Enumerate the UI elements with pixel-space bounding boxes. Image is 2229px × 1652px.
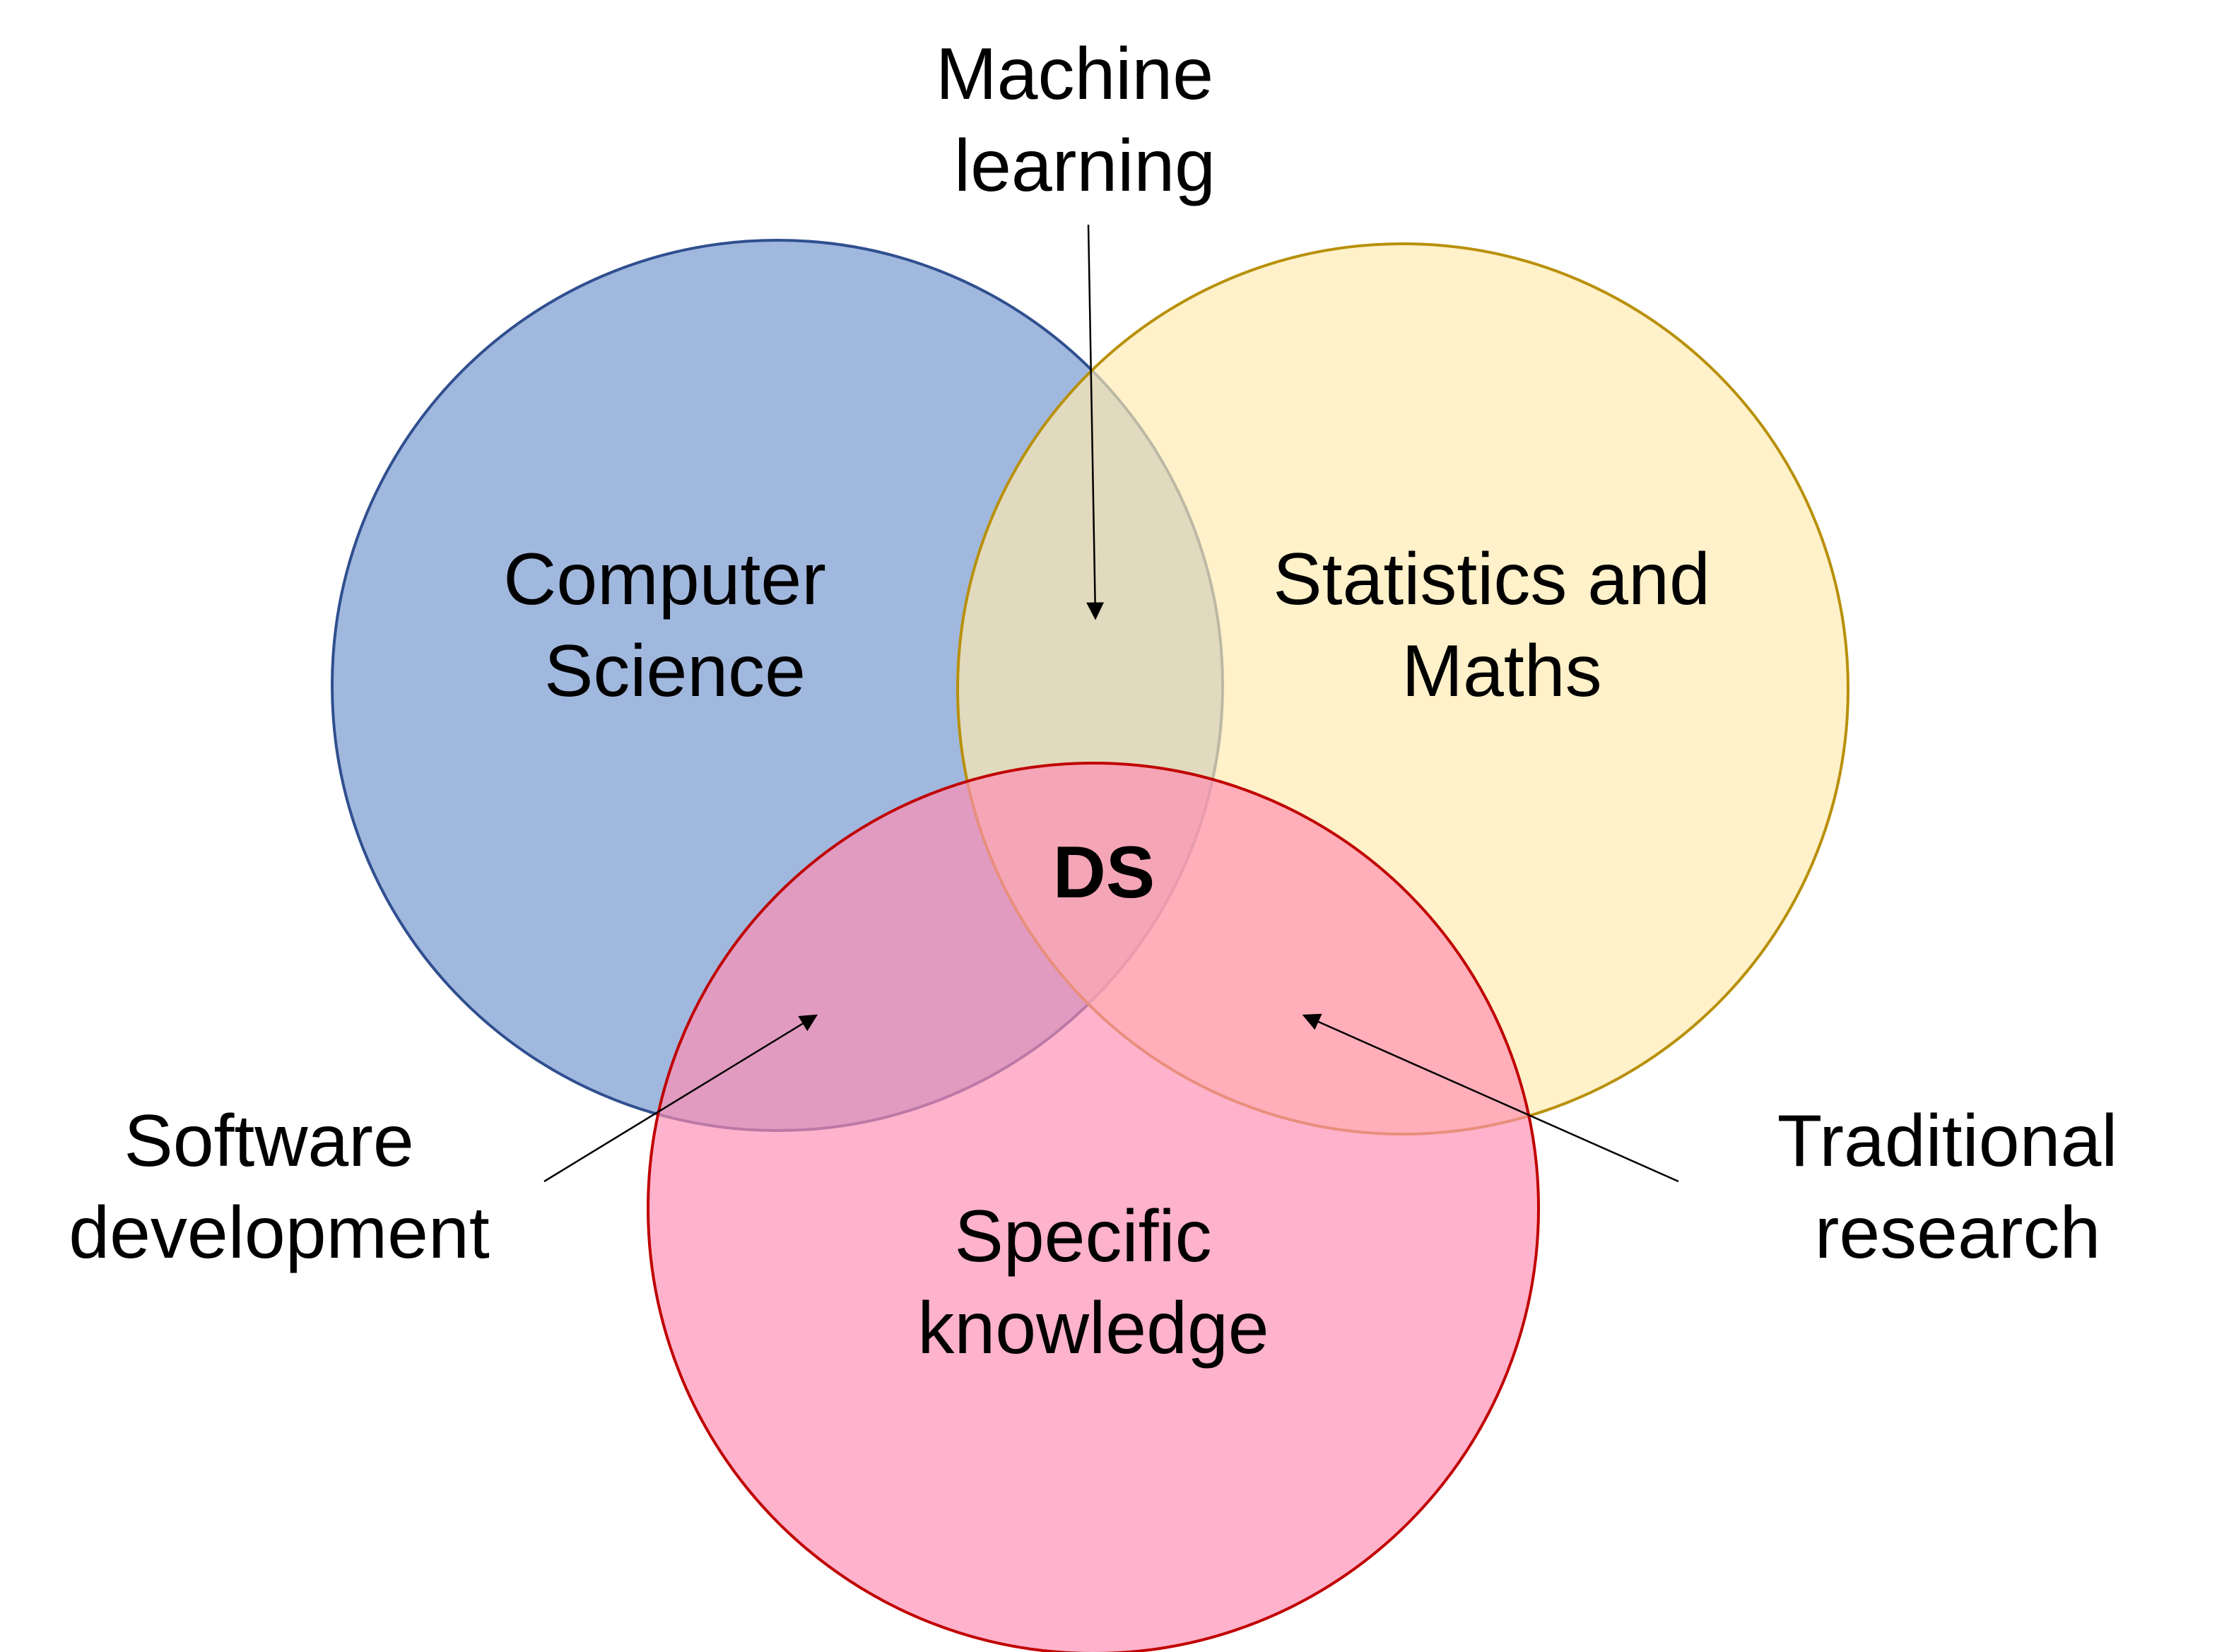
annotation-software-development-line-2: development: [69, 1192, 490, 1274]
annotation-traditional-research-line-2: research: [1815, 1192, 2101, 1274]
arrow-software-development: [543, 1014, 818, 1183]
annotation-traditional-research-line-1: Traditional: [1777, 1100, 2118, 1182]
label-statistics-maths-line-2: Maths: [1401, 630, 1601, 712]
annotation-machine-learning: Machine learning: [936, 33, 1234, 207]
annotation-software-development-line-1: Software: [124, 1100, 413, 1182]
label-statistics-maths-line-1: Statistics and: [1273, 538, 1710, 620]
label-computer-science-line-1: Computer: [503, 538, 826, 620]
arrow-traditional-research: [1302, 1013, 1679, 1183]
annotation-traditional-research: Traditional research: [1777, 1100, 2139, 1274]
circle-specific-knowledge: [647, 762, 1540, 1652]
arrow-machine-learning: [1086, 224, 1105, 620]
label-center-ds: DS: [1053, 832, 1155, 914]
label-computer-science: Computer Science: [503, 538, 847, 712]
label-specific-knowledge-line-1: Specific: [954, 1196, 1211, 1278]
label-statistics-maths: Statistics and Maths: [1273, 538, 1730, 712]
annotation-software-development: Software development: [69, 1100, 490, 1274]
label-specific-knowledge: Specific knowledge: [917, 1196, 1269, 1369]
label-computer-science-line-2: Science: [544, 630, 806, 712]
annotation-machine-learning-line-1: Machine: [936, 33, 1213, 115]
annotation-machine-learning-line-2: learning: [954, 125, 1216, 207]
label-specific-knowledge-line-2: knowledge: [917, 1287, 1269, 1369]
